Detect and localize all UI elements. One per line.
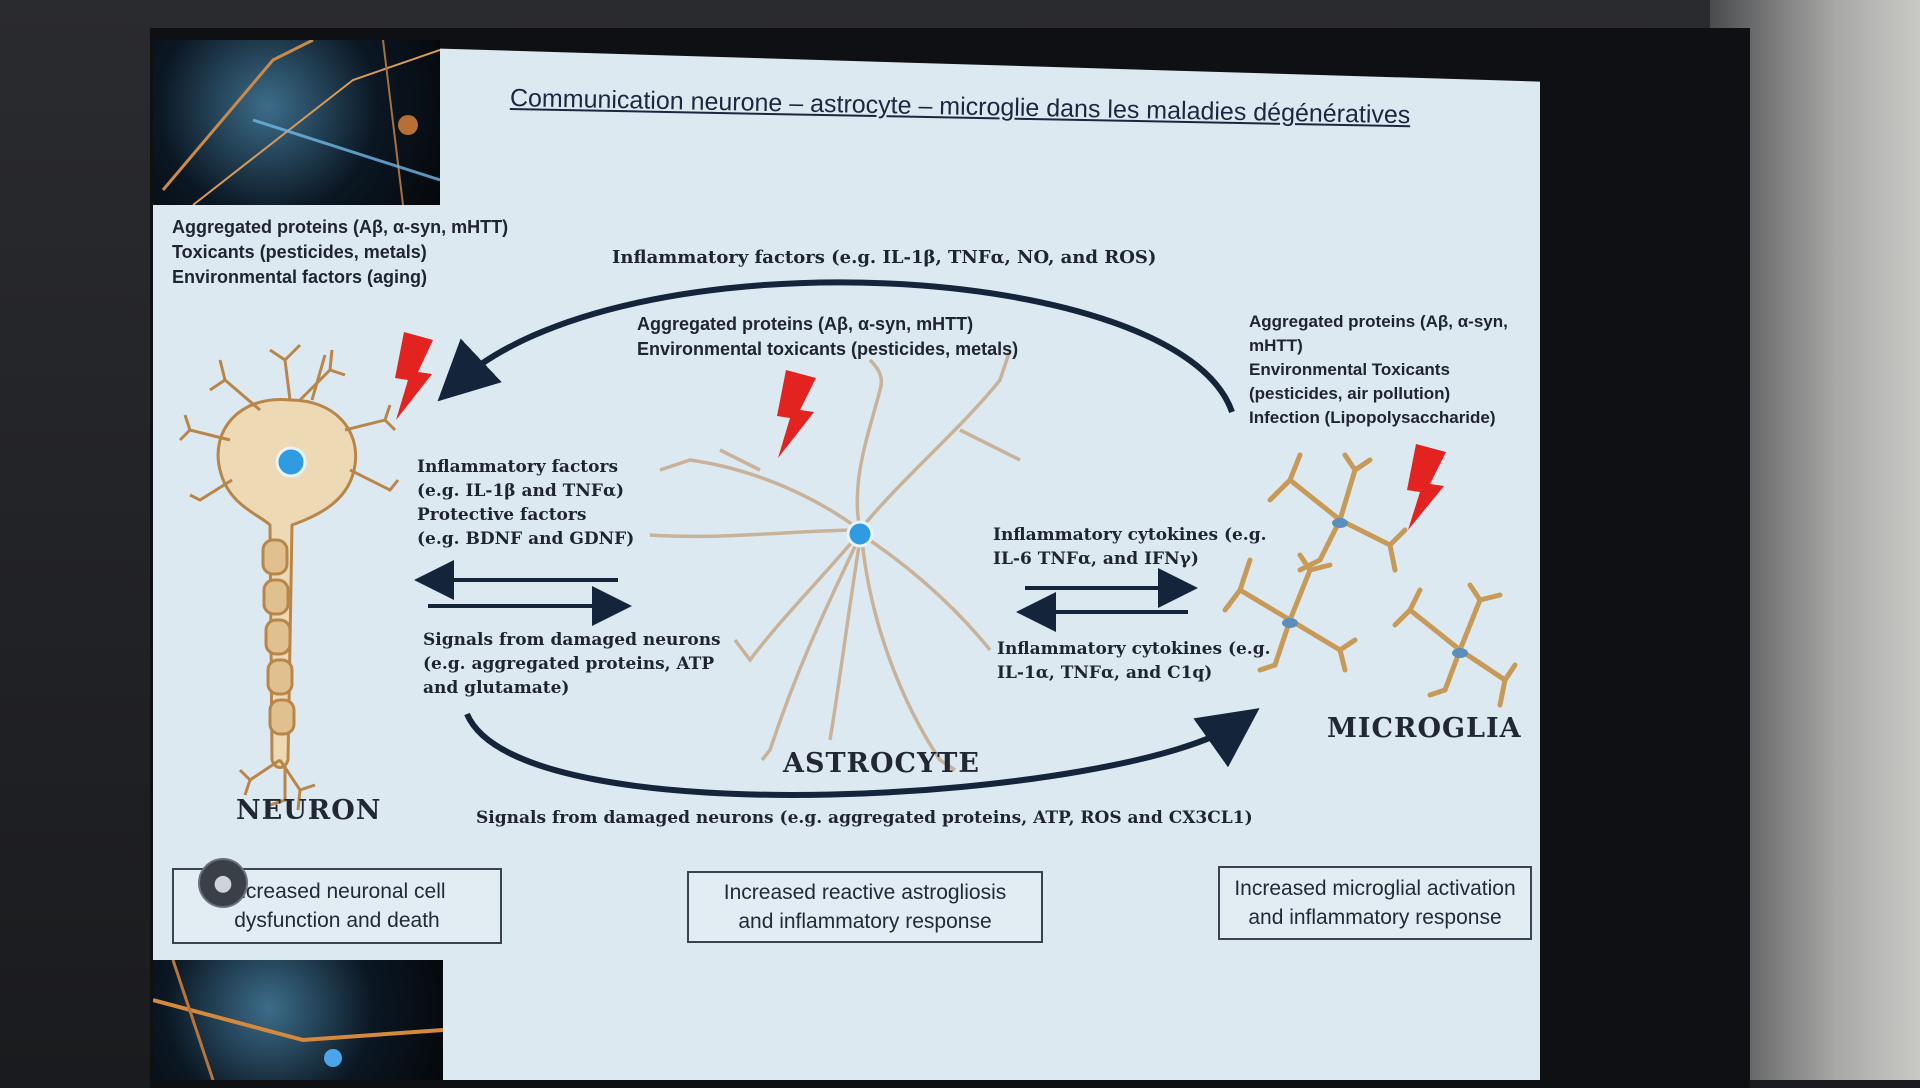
top-arrow-label: Inflammatory factors (e.g. IL-1β, TNFα, … <box>612 247 1157 268</box>
astrocyte-triggers: Aggregated proteins (Aβ, α-syn, mHTT) En… <box>637 312 1018 362</box>
microglia-cells <box>1222 452 1518 708</box>
label-line: Inflammatory factors <box>417 457 619 477</box>
label-line: IL-6 TNFα, and IFNγ) <box>993 549 1199 569</box>
outcome-astrocyte: Increased reactive astrogliosis and infl… <box>687 871 1043 943</box>
lightning-bolt-icon <box>395 332 433 420</box>
neuron-triggers: Aggregated proteins (Aβ, α-syn, mHTT) To… <box>172 215 508 290</box>
user-avatar-icon[interactable]: ● <box>198 858 248 908</box>
astrocyte-nucleus <box>846 520 874 548</box>
lightning-bolt-icon <box>1407 444 1446 530</box>
astro-to-neuron-label: Inflammatory factors (e.g. IL-1β and TNF… <box>417 455 634 551</box>
outcome-line: dysfunction and death <box>234 909 440 932</box>
trigger-line: Aggregated proteins (Aβ, α-syn, mHTT) <box>637 314 974 334</box>
label-line: Protective factors <box>417 505 587 525</box>
label-line: (e.g. aggregated proteins, ATP <box>423 654 715 674</box>
label-line: IL-1α, TNFα, and C1q) <box>997 663 1213 683</box>
neuron-nucleus <box>275 446 307 478</box>
microglia-to-astro-label: Inflammatory cytokines (e.g. IL-1α, TNFα… <box>997 637 1271 685</box>
outcome-line: Increased reactive astrogliosis <box>723 881 1007 904</box>
trigger-line: mHTT) <box>1249 336 1303 355</box>
trigger-line: (pesticides, air pollution) <box>1249 384 1451 403</box>
trigger-line: Aggregated proteins (Aβ, α-syn, <box>1249 312 1508 331</box>
neuron-label: NEURON <box>236 795 382 826</box>
outcome-line: Increased microglial activation <box>1234 877 1516 900</box>
top-curved-arrow <box>437 279 1235 413</box>
lightning-bolt-icon <box>777 370 816 458</box>
label-line: Inflammatory cytokines (e.g. <box>993 525 1267 545</box>
outcome-line: and inflammatory response <box>738 910 992 933</box>
trigger-line: Aggregated proteins (Aβ, α-syn, mHTT) <box>172 217 509 237</box>
neuron-to-astro-label: Signals from damaged neurons (e.g. aggre… <box>423 628 721 700</box>
bottom-arrow-label: Signals from damaged neurons (e.g. aggre… <box>476 808 1253 828</box>
trigger-line: Toxicants (pesticides, metals) <box>172 242 427 262</box>
label-line: Signals from damaged neurons <box>423 630 721 650</box>
label-line: Inflammatory cytokines (e.g. <box>997 639 1271 659</box>
outcome-line: Increased neuronal cell <box>228 880 446 903</box>
neuron-photo-bottom <box>153 960 443 1080</box>
trigger-line: Environmental Toxicants <box>1249 360 1450 379</box>
neuron-cell <box>178 343 400 811</box>
trigger-line: Environmental toxicants (pesticides, met… <box>637 339 1019 359</box>
trigger-line: Environmental factors (aging) <box>172 267 428 287</box>
trigger-line: Infection (Lipopolysaccharide) <box>1249 408 1496 427</box>
astro-to-microglia-label: Inflammatory cytokines (e.g. IL-6 TNFα, … <box>993 523 1267 571</box>
label-line: (e.g. BDNF and GDNF) <box>417 529 635 549</box>
astrocyte-cell <box>649 349 1021 772</box>
microglia-triggers: Aggregated proteins (Aβ, α-syn, mHTT) En… <box>1249 310 1508 430</box>
outcome-microglia: Increased microglial activation and infl… <box>1218 866 1532 940</box>
bottom-curved-arrow <box>464 708 1260 798</box>
microglia-label: MICROGLIA <box>1327 713 1522 744</box>
label-line: and glutamate) <box>423 678 570 698</box>
astrocyte-label: ASTROCYTE <box>783 748 980 779</box>
neuron-photo-top <box>153 40 440 205</box>
label-line: (e.g. IL-1β and TNFα) <box>417 481 625 501</box>
outcome-line: and inflammatory response <box>1248 906 1502 929</box>
